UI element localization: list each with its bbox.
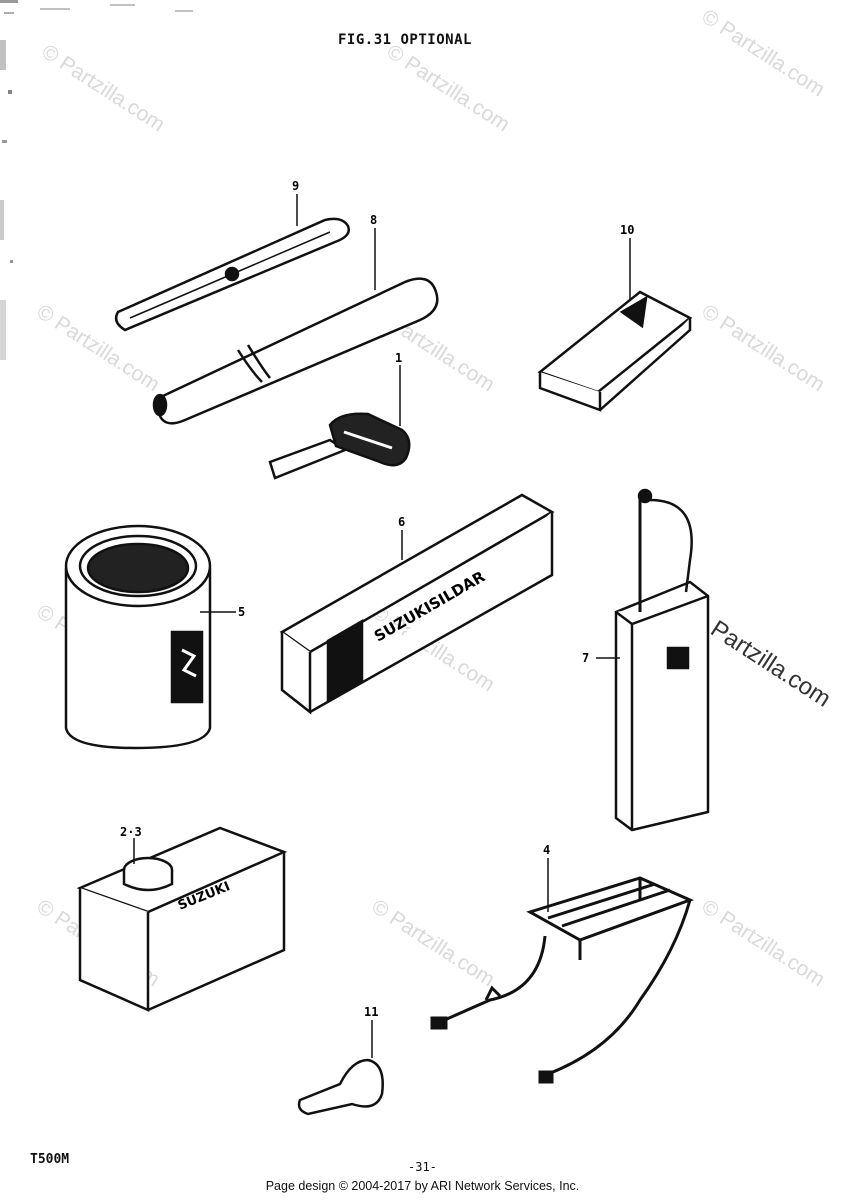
- scan-noise: [0, 0, 193, 360]
- figure-title: FIG.31 OPTIONAL: [338, 32, 472, 48]
- callout-9: 9: [292, 179, 299, 193]
- callout-11: 11: [364, 1005, 378, 1019]
- callout-8: 8: [370, 213, 377, 227]
- part-1-key: [268, 365, 411, 480]
- callout-10: 10: [620, 223, 634, 237]
- part-11-grommet: [297, 1020, 384, 1116]
- part-2-3-oil-can: [76, 826, 288, 1012]
- callout-7: 7: [582, 651, 589, 665]
- callout-1: 1: [395, 351, 402, 365]
- part-5-paint-can: [64, 524, 236, 750]
- part-8-tube-pump: [152, 228, 439, 425]
- footer-credit: Page design © 2004-2017 by ARI Network S…: [265, 1179, 580, 1193]
- callout-6: 6: [398, 515, 405, 529]
- page-number: -31-: [408, 1160, 437, 1174]
- callout-4: 4: [543, 843, 550, 857]
- part-4-luggage-rack: [430, 858, 695, 1084]
- part-10-small-box: [537, 238, 693, 412]
- callout-2-3: 2·3: [120, 825, 142, 839]
- model-code: T500M: [30, 1152, 70, 1167]
- part-6-brand-box: [279, 493, 555, 715]
- part-7-handheld-unit: [596, 488, 710, 832]
- part-9-tool-strap: [114, 194, 350, 332]
- callout-5: 5: [238, 605, 245, 619]
